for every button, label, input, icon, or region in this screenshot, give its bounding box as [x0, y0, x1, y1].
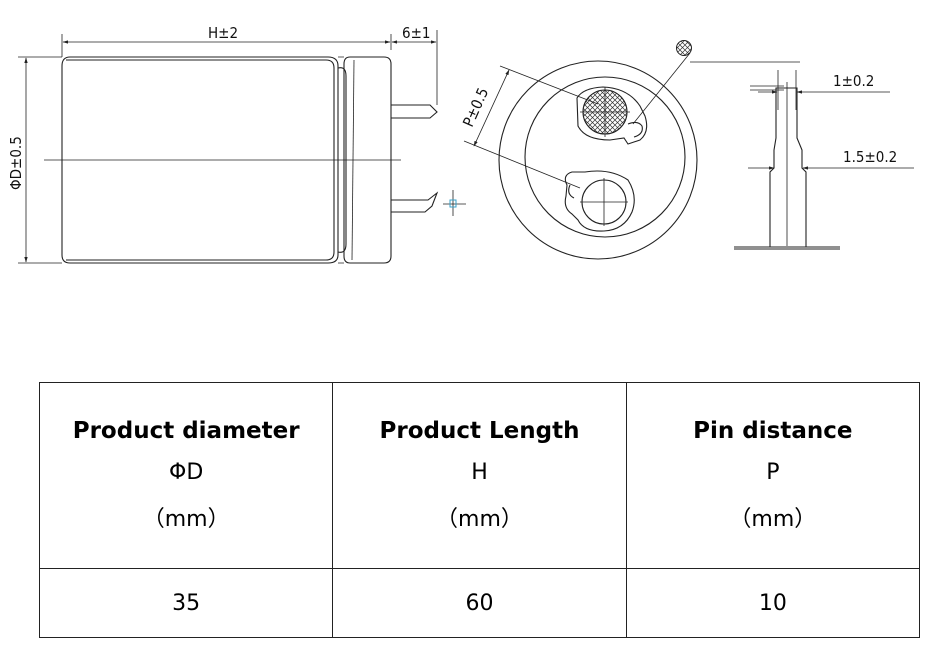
column-symbol: H	[471, 460, 488, 485]
end-cap	[343, 56, 392, 264]
end-outer-circle	[498, 60, 698, 260]
pin-detail-view: 1±0.2 1.5±0.2	[734, 70, 914, 250]
column-symbol: P	[766, 460, 780, 485]
positive-terminal	[576, 86, 648, 145]
front-view: P±0.5	[459, 40, 800, 260]
dim-pin-thickness-label: 1±0.2	[833, 72, 874, 90]
capacitor-body	[61, 56, 339, 264]
dim-length-label: H±2	[208, 24, 238, 42]
header-cell-pin-distance: Pin distance P （mm）	[625, 382, 921, 569]
column-unit: （mm）	[729, 507, 817, 532]
column-symbol: ΦD	[169, 460, 204, 485]
pin-top	[391, 104, 438, 119]
column-title: Pin distance	[693, 418, 853, 444]
table-row: 35 60 10	[38, 568, 921, 638]
pin-profile	[769, 87, 807, 248]
dim-diameter-label: ΦD±0.5	[7, 136, 25, 190]
table-header-row: Product diameter ΦD （mm） Product Length …	[38, 382, 921, 569]
dim-pin-length-label: 6±1	[402, 24, 430, 42]
dim-pitch-label: P±0.5	[459, 85, 492, 130]
end-inner-circle	[524, 76, 686, 238]
side-view: H±2 6±1 ΦD±0.5	[7, 24, 466, 264]
header-cell-length: Product Length H （mm）	[332, 382, 627, 569]
capacitor-drawing: H±2 6±1 ΦD±0.5	[7, 24, 914, 264]
value-cell-pin-distance: 10	[625, 568, 921, 638]
pin-bottom	[391, 191, 439, 213]
polarity-mark	[676, 40, 692, 56]
column-title: Product diameter	[72, 418, 300, 444]
column-title: Product Length	[379, 418, 580, 444]
spec-table: Product diameter ΦD （mm） Product Length …	[38, 382, 921, 638]
value-cell-diameter: 35	[38, 568, 334, 638]
dim-pin-width-label: 1.5±0.2	[843, 148, 897, 166]
header-cell-diameter: Product diameter ΦD （mm）	[38, 382, 334, 569]
negative-terminal	[564, 170, 635, 232]
value-cell-length: 60	[332, 568, 627, 638]
column-unit: （mm）	[142, 507, 230, 532]
column-unit: （mm）	[436, 507, 523, 532]
